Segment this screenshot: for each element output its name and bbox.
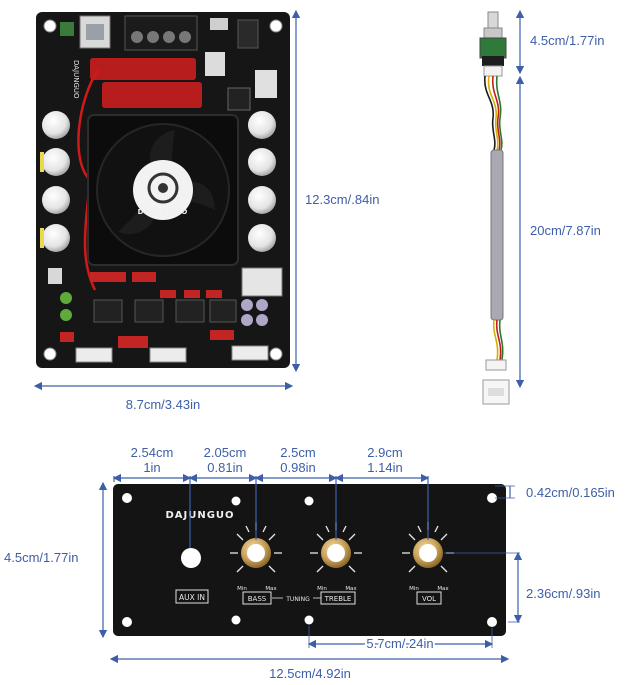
potentiometer-top-label: 4.5cm/1.77in	[530, 33, 604, 48]
spacing-3-in: 0.98in	[280, 460, 315, 475]
panel-width-label: 12.5cm/4.92in	[269, 666, 351, 681]
treble-label: TREBLE	[324, 595, 352, 603]
spacing-1-in: 1in	[143, 460, 160, 475]
treble-max-label: Max	[345, 586, 357, 592]
vol-max-label: Max	[437, 586, 449, 592]
board-height-label: 12.3cm/.84in	[305, 192, 379, 207]
tuning-label: TUNING	[285, 596, 310, 603]
board-width-dimension: 8.7cm/3.43in	[33, 381, 294, 412]
knob-offset-dimension: 2.36cm/.93in	[444, 551, 600, 624]
bass-max-label: Max	[265, 586, 277, 592]
bottom-span-label: 5.7cm/.24in	[366, 636, 433, 651]
board-height-dimension: 12.3cm/.84in	[291, 9, 379, 373]
bass-min-label: Min	[237, 586, 247, 592]
potentiometer-cable-label: 20cm/7.87in	[530, 223, 601, 238]
vol-label: VOL	[422, 595, 436, 603]
bass-label: BASS	[248, 595, 267, 603]
spacing-3-cm: 2.5cm	[280, 445, 315, 460]
treble-min-label: Min	[317, 586, 327, 592]
potentiometer-module	[479, 11, 510, 405]
potentiometer-cable-dimension: 20cm/7.87in	[515, 75, 601, 389]
panel-spacing-labels: 2.54cm 1in 2.05cm 0.81in 2.5cm 0.98in 2.…	[131, 445, 403, 475]
vol-min-label: Min	[409, 586, 419, 592]
panel-spacing-arrows	[112, 473, 430, 548]
amplifier-board: DAJUNGUO DAJUNGUO	[36, 12, 290, 368]
fan-brand-label: DAJUNGUO	[138, 208, 189, 216]
spacing-2-in: 0.81in	[207, 460, 242, 475]
board-width-label: 8.7cm/3.43in	[126, 397, 200, 412]
spacing-4-in: 1.14in	[367, 460, 402, 475]
spacing-2-cm: 2.05cm	[204, 445, 247, 460]
aux-in-label: AUX IN	[179, 593, 205, 602]
spacing-4-cm: 2.9cm	[367, 445, 402, 460]
bass-knob	[230, 522, 282, 573]
corner-hole-label: 0.42cm/0.165in	[526, 485, 615, 500]
knob-offset-label: 2.36cm/.93in	[526, 586, 600, 601]
panel-height-dimension: 4.5cm/1.77in	[4, 481, 108, 639]
spacing-1-cm: 2.54cm	[131, 445, 174, 460]
panel-brand-label: DAJUNGUO	[165, 510, 234, 521]
panel-height-label: 4.5cm/1.77in	[4, 550, 78, 565]
panel-width-dimension: 12.5cm/4.92in	[109, 654, 510, 681]
corner-hole-dimension: 0.42cm/0.165in	[495, 485, 615, 500]
board-brand-label: DAJUNGUO	[72, 60, 80, 99]
potentiometer-top-dimension: 4.5cm/1.77in	[515, 9, 604, 75]
bottom-span-dimension: 5.7cm/.24in	[307, 626, 494, 653]
volume-knob	[402, 522, 454, 573]
front-panel: DAJUNGUO AUX IN Min Max	[113, 484, 506, 636]
